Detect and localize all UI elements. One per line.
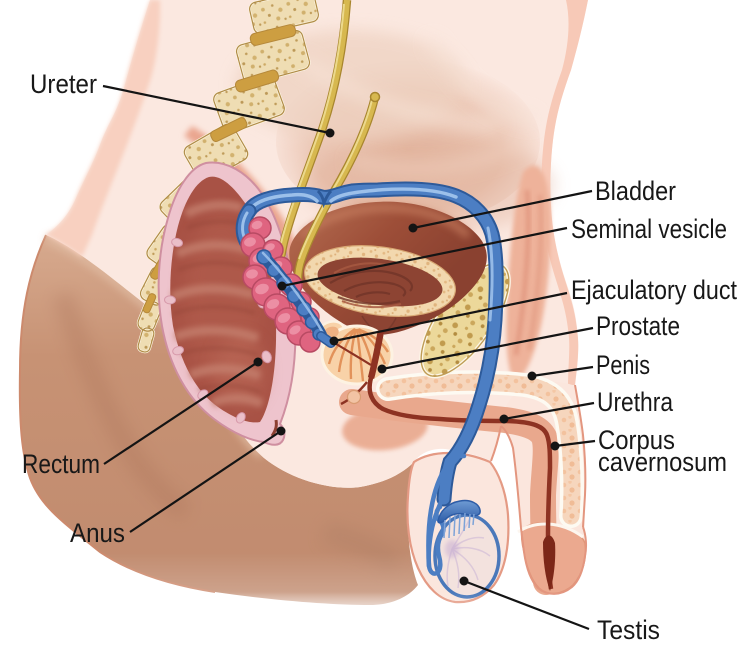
svg-text:Bladder: Bladder [595,176,676,206]
svg-text:Prostate: Prostate [596,311,680,341]
svg-text:Anus: Anus [70,518,125,548]
svg-text:cavernosum: cavernosum [598,447,727,477]
svg-text:Seminal vesicle: Seminal vesicle [571,214,727,244]
svg-text:Rectum: Rectum [22,449,100,479]
svg-text:Corpus: Corpus [598,425,675,455]
svg-text:Penis: Penis [596,350,650,380]
svg-text:Ureter: Ureter [30,69,97,99]
svg-text:Testis: Testis [597,615,660,645]
svg-text:Ejaculatory duct: Ejaculatory duct [571,275,737,305]
svg-text:Urethra: Urethra [597,387,674,417]
